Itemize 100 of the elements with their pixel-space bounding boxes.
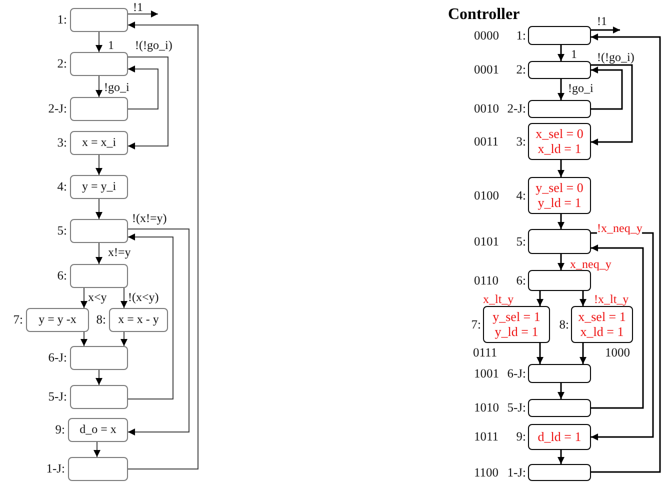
state-label: 9: xyxy=(55,422,65,438)
arrow xyxy=(96,242,102,264)
arrow xyxy=(558,254,564,270)
empty-state-box xyxy=(528,229,591,254)
state-action: x_ld = 1 xyxy=(538,142,582,156)
empty-state-box xyxy=(70,346,128,370)
state-action: y = y_i xyxy=(82,180,116,194)
arrow xyxy=(80,332,88,346)
state-label: 2-J: xyxy=(507,102,526,116)
state-box xyxy=(26,308,89,332)
state-box xyxy=(528,424,591,450)
empty-state-box xyxy=(528,26,591,45)
edge-label: !go_i xyxy=(568,82,594,94)
empty-state-box xyxy=(70,8,128,32)
edge-label: x<y xyxy=(88,291,107,303)
state-label: 1: xyxy=(57,12,67,28)
state-action: y_sel = 1 xyxy=(492,310,540,324)
state-code: 1100 xyxy=(474,465,499,480)
arrow xyxy=(128,56,168,150)
state-label: 3: xyxy=(57,136,67,150)
edge-label: x!=y xyxy=(108,246,131,258)
state-label: 2-J: xyxy=(48,102,67,116)
arrow xyxy=(558,45,564,61)
arrow xyxy=(580,291,586,306)
arrow xyxy=(580,343,586,364)
arrow xyxy=(94,442,100,458)
state-label: 8: xyxy=(96,312,106,328)
empty-state-box xyxy=(70,52,128,76)
state-label: 8: xyxy=(559,317,569,332)
state-action: x = x - y xyxy=(118,313,159,327)
arrow xyxy=(120,288,128,308)
state-code: 0010 xyxy=(474,102,499,116)
state-label: 5: xyxy=(57,224,67,238)
state-code: 0111 xyxy=(473,346,498,360)
empty-state-box xyxy=(528,364,591,383)
state-label: 2: xyxy=(57,56,67,72)
state-label: 6: xyxy=(57,268,67,284)
arrow xyxy=(591,66,623,110)
empty-state-box xyxy=(528,464,591,481)
empty-state-box xyxy=(528,100,591,118)
state-code: 0011 xyxy=(474,134,499,149)
empty-state-box xyxy=(70,385,128,409)
state-action: d_ld = 1 xyxy=(538,430,582,444)
arrow xyxy=(128,10,158,18)
arrow xyxy=(96,154,102,176)
arrow xyxy=(591,64,633,146)
state-label: 4: xyxy=(516,188,526,203)
arrow xyxy=(120,332,128,346)
state-label: 5: xyxy=(516,234,526,249)
empty-state-box xyxy=(70,97,128,121)
state-action: x_sel = 1 xyxy=(578,310,626,324)
state-action: x_sel = 0 xyxy=(536,126,584,142)
edge-label: !(!go_i) xyxy=(597,51,634,63)
state-code: 1000 xyxy=(605,346,630,360)
empty-state-box xyxy=(68,457,128,481)
state-action: x_ld = 1 xyxy=(580,324,624,340)
arrow xyxy=(128,22,198,470)
edge-label: 1 xyxy=(571,48,577,60)
state-label: 2: xyxy=(516,62,526,78)
edge-label: !x_lt_y xyxy=(594,293,629,305)
state-label: 6-J: xyxy=(48,350,67,366)
state-code: 1011 xyxy=(474,430,499,444)
arrow xyxy=(536,343,544,364)
arrow xyxy=(128,66,158,110)
state-code: 0101 xyxy=(474,234,499,249)
state-action: y_ld = 1 xyxy=(494,324,538,340)
edge-label: !1 xyxy=(597,15,607,27)
state-label: 7: xyxy=(471,317,481,332)
state-label: 6: xyxy=(516,273,526,288)
state-action: d_o = x xyxy=(80,423,116,437)
state-label: 7: xyxy=(13,312,23,328)
state-label: 1-J: xyxy=(46,462,65,476)
arrow xyxy=(96,32,102,52)
state-action: y = y -x xyxy=(38,313,76,327)
edge-label: !(x<y) xyxy=(128,291,159,303)
arrow xyxy=(558,450,564,464)
edge-label: x_lt_y xyxy=(483,293,514,305)
state-action: y_ld = 1 xyxy=(538,196,582,210)
state-box xyxy=(528,123,591,160)
state-code: 0110 xyxy=(474,273,499,288)
edge-label: 1 xyxy=(108,39,114,51)
arrow xyxy=(96,76,102,98)
edge-label: !(x!=y) xyxy=(132,212,167,224)
state-code: 1010 xyxy=(474,400,499,416)
state-label: 5-J: xyxy=(507,400,526,416)
empty-state-box xyxy=(528,399,591,417)
state-box xyxy=(483,306,550,343)
state-label: 1-J: xyxy=(507,465,526,480)
state-label: 4: xyxy=(57,180,67,194)
diagram-title: Controller xyxy=(448,6,520,24)
arrow xyxy=(558,79,564,100)
state-action: x = x_i xyxy=(82,136,116,150)
state-box xyxy=(571,306,633,343)
edge-label: !1 xyxy=(133,1,143,13)
empty-state-box xyxy=(70,264,128,288)
state-box xyxy=(68,418,128,442)
state-code: 0001 xyxy=(474,62,499,78)
arrow xyxy=(558,214,564,229)
arrow xyxy=(591,26,620,34)
edge-label: !go_i xyxy=(104,81,130,93)
